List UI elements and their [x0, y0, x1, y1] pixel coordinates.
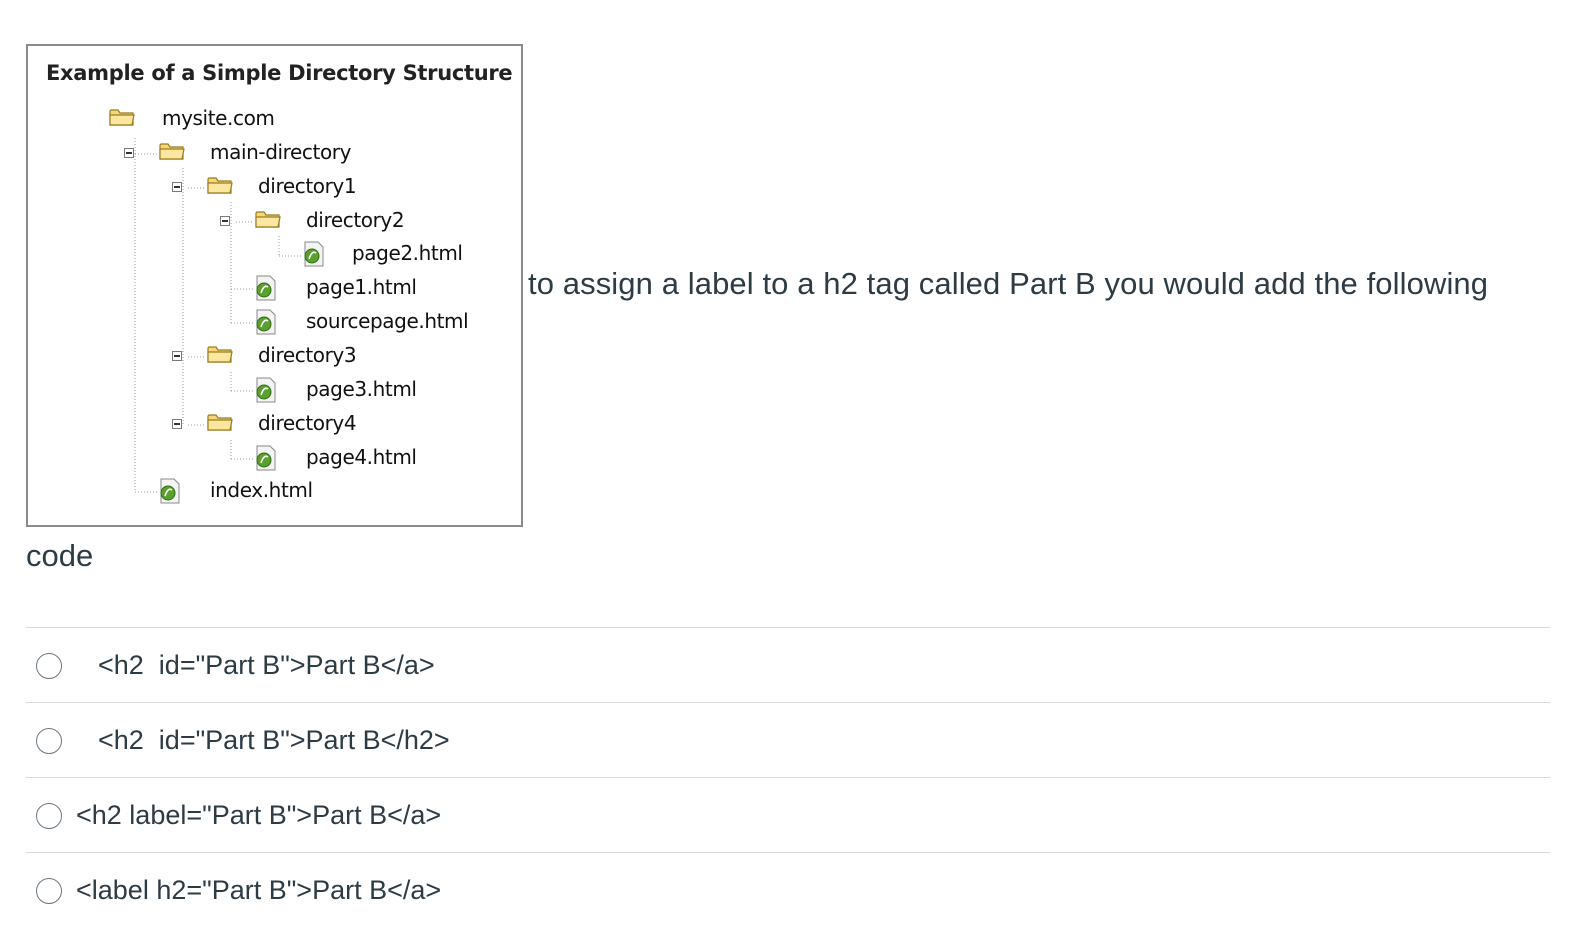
directory-structure-figure: Example of a Simple Directory Structure: [26, 44, 523, 527]
tree-node-label: sourcepage.html: [306, 309, 469, 333]
collapse-toggle-icon[interactable]: [172, 351, 182, 361]
question-text-continued: code: [26, 538, 94, 573]
tree-node-label: index.html: [210, 478, 313, 502]
tree-node-label: page4.html: [306, 445, 417, 469]
tree-node-label: page3.html: [306, 377, 417, 401]
html-file-icon: [256, 309, 276, 335]
tree-node-label: directory4: [258, 411, 357, 435]
answer-option-2[interactable]: <h2 id="Part B">Part B</h2>: [26, 702, 1550, 777]
collapse-toggle-icon[interactable]: [124, 148, 134, 158]
answer-option-1[interactable]: <h2 id="Part B">Part B</a>: [26, 627, 1550, 702]
folder-icon: [207, 346, 233, 363]
tree-node-label: directory1: [258, 174, 357, 198]
tree-node-label: mysite.com: [162, 106, 275, 130]
html-file-icon: [256, 275, 276, 301]
answer-label[interactable]: <h2 id="Part B">Part B</h2>: [98, 725, 450, 755]
question-text: to assign a label to a h2 tag called Par…: [528, 266, 1489, 301]
tree-node-label: directory2: [306, 208, 405, 232]
answer-option-3[interactable]: <h2 label="Part B">Part B</a>: [26, 777, 1550, 852]
radio-button[interactable]: [36, 653, 62, 679]
figure-title: Example of a Simple Directory Structure: [46, 61, 513, 85]
collapse-toggle-icon[interactable]: [172, 182, 182, 192]
radio-button[interactable]: [36, 728, 62, 754]
collapse-toggle-icon[interactable]: [220, 216, 230, 226]
html-file-icon: [256, 377, 276, 403]
tree-node-label: directory3: [258, 343, 357, 367]
folder-icon: [109, 109, 135, 126]
answer-label[interactable]: <h2 id="Part B">Part B</a>: [98, 650, 435, 680]
answer-label[interactable]: <label h2="Part B">Part B</a>: [76, 875, 442, 905]
tree-node-label: main-directory: [210, 140, 352, 164]
radio-button[interactable]: [36, 803, 62, 829]
html-file-icon: [304, 241, 324, 267]
answer-label[interactable]: <h2 label="Part B">Part B</a>: [76, 800, 442, 830]
tree-connector-lines: [134, 138, 302, 493]
folder-icon: [255, 211, 281, 228]
radio-button[interactable]: [36, 878, 62, 904]
folder-icon: [207, 177, 233, 194]
answer-option-4[interactable]: <label h2="Part B">Part B</a>: [26, 852, 1550, 927]
tree-node-label: page2.html: [352, 241, 463, 265]
folder-icon: [207, 414, 233, 431]
tree-node-label: page1.html: [306, 275, 417, 299]
html-file-icon: [160, 478, 180, 504]
answer-list: <h2 id="Part B">Part B</a> <h2 id="Part …: [26, 627, 1550, 927]
html-file-icon: [256, 445, 276, 471]
collapse-toggle-icon[interactable]: [172, 419, 182, 429]
folder-icon: [159, 143, 185, 160]
